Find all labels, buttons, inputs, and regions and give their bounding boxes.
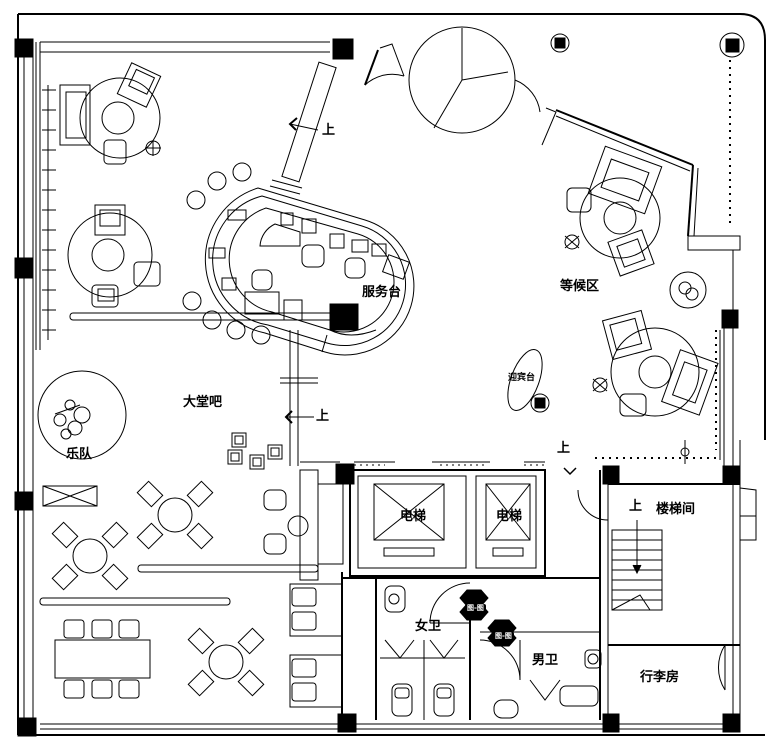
booths (289, 572, 343, 720)
badge-men-1: 图-图 (493, 632, 514, 641)
waiting-set-2 (592, 309, 719, 417)
right-partition (680, 330, 721, 464)
small-tables (227, 432, 283, 470)
lobby-bar-label: 大堂吧 (183, 395, 223, 410)
stairwell (577, 483, 757, 691)
band-label: 乐队 (66, 447, 93, 462)
round-table-top (364, 26, 741, 309)
service-desk (204, 187, 415, 356)
restrooms (342, 470, 609, 720)
elevator-label-2: 电梯 (496, 509, 523, 524)
up-label-ramp-bottom: 上 (316, 409, 330, 424)
up-label-ramp-top: 上 (322, 123, 336, 138)
left-window-hatch (42, 85, 56, 340)
reception-feature-label: 迎宾台 (508, 373, 536, 383)
outer-walls (17, 13, 766, 736)
elevators (300, 461, 546, 577)
dotted-windows (595, 60, 731, 459)
women-wc-label: 女卫 (415, 619, 442, 634)
luggage-room-label: 行李房 (640, 670, 680, 685)
men-wc-label: 男卫 (532, 653, 559, 668)
ramps (269, 61, 577, 476)
lounge-set-2 (67, 204, 161, 308)
columns (14, 37, 741, 737)
stairwell-label: 楼梯间 (656, 502, 696, 517)
waiting-area-label: 等候区 (560, 279, 600, 294)
service-desk-label: 服务台 (362, 285, 402, 300)
badge-women-1: 图-图 (465, 604, 486, 613)
reception-feature (507, 349, 543, 411)
waiting-set-1 (564, 145, 663, 277)
dining-area (39, 480, 319, 699)
lounge-set-1 (59, 62, 162, 165)
elevator-label-1: 电梯 (400, 509, 427, 524)
chairs-near-partition (263, 469, 344, 581)
band-stage (37, 370, 127, 460)
column-rings (331, 32, 745, 413)
up-label-stairwell: 上 (629, 499, 643, 514)
up-label-corridor: 上 (557, 441, 571, 456)
bar-rail (69, 162, 336, 345)
